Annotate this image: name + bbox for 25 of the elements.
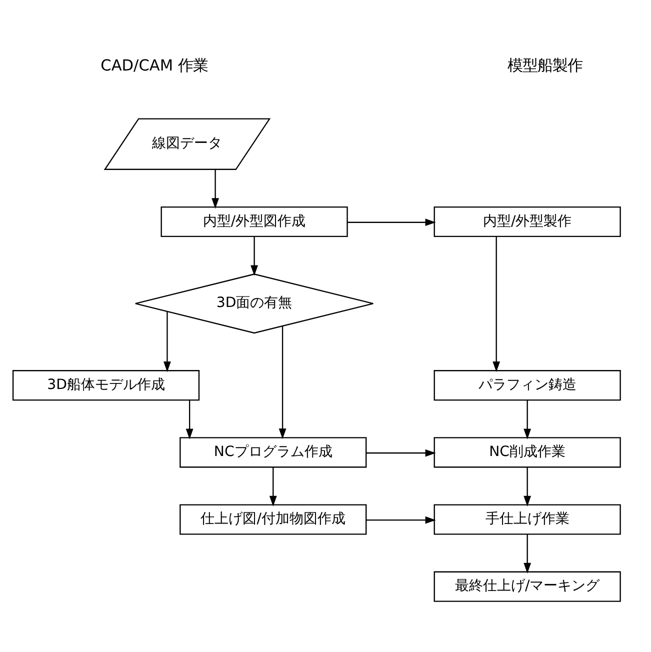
node-box: 内型/外型製作: [434, 206, 621, 237]
node-box: 手仕上げ作業: [434, 504, 621, 534]
arrow: [250, 236, 258, 276]
arrow: [348, 218, 436, 226]
arrow: [492, 236, 500, 372]
arrow: [269, 466, 277, 506]
arrow: [524, 466, 532, 506]
node-box: 仕上げ図/付加物図作成: [180, 504, 367, 534]
arrow: [524, 400, 532, 439]
arrow: [366, 516, 436, 524]
arrow: [212, 169, 220, 208]
node-box: パラフィン鋳造: [434, 370, 621, 400]
node-box: 3D船体モデル作成: [12, 370, 200, 400]
arrow: [524, 534, 532, 574]
arrow: [278, 326, 286, 439]
node-box: NC削成作業: [434, 436, 621, 468]
node-box: 最終仕上げ/マーキング: [434, 570, 621, 602]
arrow: [366, 448, 436, 456]
label: 模型船製作: [507, 56, 582, 74]
node-diamond: 3D面の有無: [134, 273, 374, 334]
arrow: [186, 400, 194, 439]
label: CAD/CAM 作業: [100, 56, 208, 74]
node-box: NCプログラム作成: [180, 436, 367, 468]
node-box: 内型/外型図作成: [160, 206, 348, 237]
arrow: [164, 311, 171, 372]
